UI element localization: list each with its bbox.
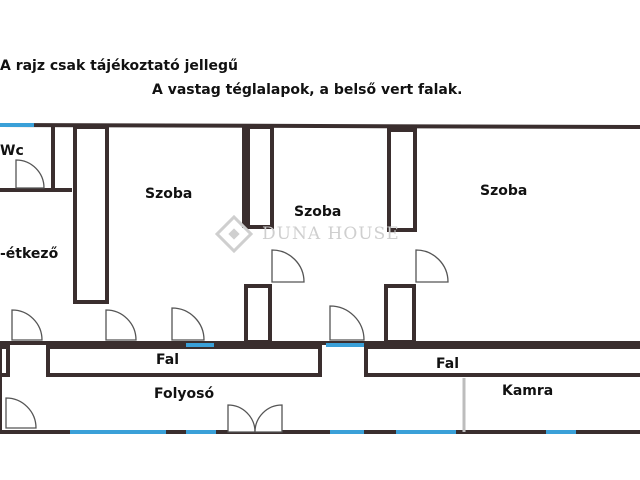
wall-block-2 <box>364 345 640 377</box>
door-entrance-left <box>227 404 256 433</box>
door-room1-room2 <box>271 249 305 283</box>
room-label-wc: Wc <box>0 143 24 159</box>
room-label-wall1: Fal <box>156 352 179 368</box>
room-label-wall2: Fal <box>436 356 459 372</box>
thick-wall-2-lower <box>244 284 272 344</box>
thick-wall-3 <box>387 128 417 232</box>
room-label-corridor: Folyosó <box>154 386 215 402</box>
thick-wall-2 <box>246 125 274 229</box>
wall-block-1 <box>46 345 322 377</box>
door-wc <box>15 159 45 189</box>
door-room1 <box>171 307 205 341</box>
room-label-room1: Szoba <box>145 186 193 202</box>
room-label-kitchen: -étkező <box>0 246 59 262</box>
note-line-2: A vastag téglalapok, a belső vert falak. <box>152 82 463 98</box>
diamond-logo-icon <box>214 214 254 254</box>
thick-wall-3-lower <box>384 284 416 344</box>
room-label-room2: Szoba <box>294 204 342 220</box>
thick-wall-1 <box>73 125 109 304</box>
note-line-1: A rajz csak tájékoztató jellegű <box>0 58 238 74</box>
door-kitchen <box>11 309 43 341</box>
doors <box>5 159 449 433</box>
door-hall-1 <box>105 309 137 341</box>
door-room2-room3 <box>415 249 449 283</box>
windows <box>0 123 576 434</box>
door-room2 <box>329 305 365 341</box>
wall-stub-left <box>0 345 10 377</box>
watermark-text: DUNA HOUSE <box>262 224 400 244</box>
room-label-pantry: Kamra <box>502 383 554 399</box>
room-label-room3: Szoba <box>480 183 528 199</box>
door-corridor-left <box>5 397 37 429</box>
door-entrance-right <box>254 404 283 433</box>
